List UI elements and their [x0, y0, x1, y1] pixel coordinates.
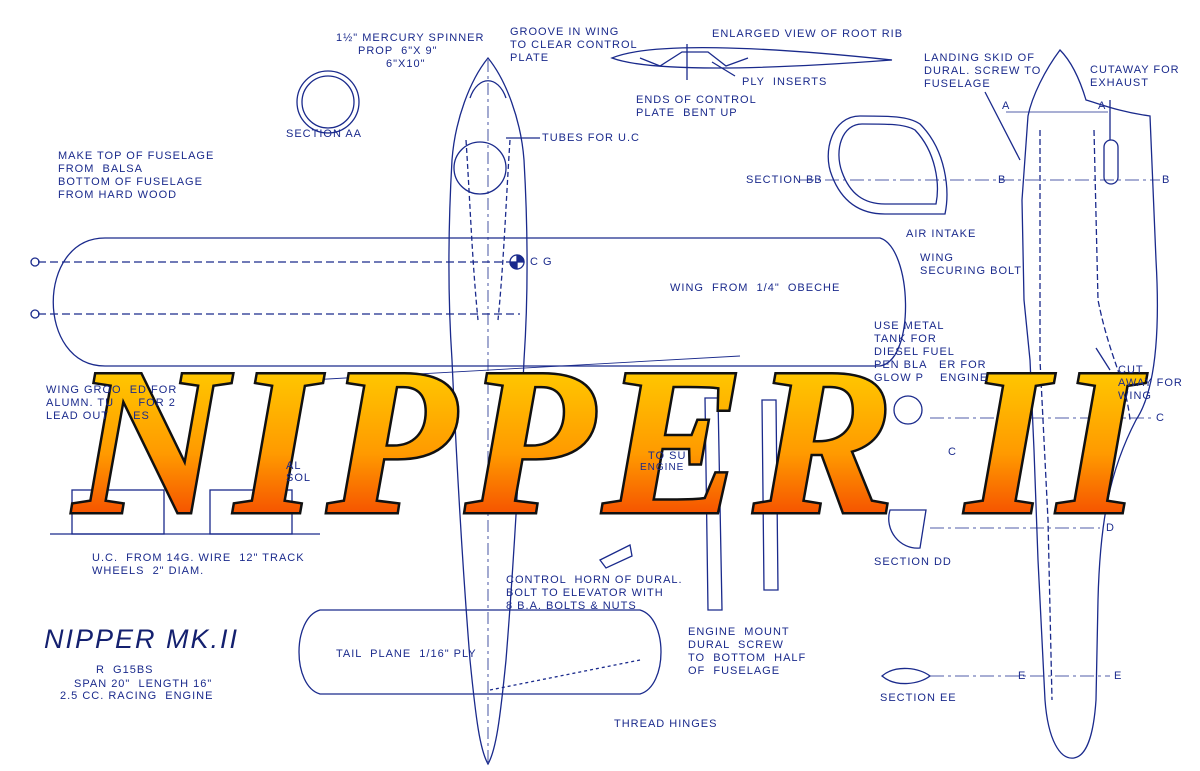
leader-cutwing — [1095, 347, 1111, 371]
label-uc-wire: U.C. FROM 14G. WIRE 12" TRACK WHEELS 2" … — [92, 552, 305, 577]
wing-outline — [52, 237, 907, 367]
label-to-su-frag: TO SU — [648, 450, 687, 462]
label-prop2: 6"x10" — [386, 58, 426, 70]
label-thread-hinges: THREAD HINGES — [614, 718, 718, 730]
mark-a-right: A — [1098, 100, 1107, 112]
leader-skid — [984, 91, 1021, 161]
label-cutaway-exhaust: CUTAWAY FOR EXHAUST — [1090, 64, 1180, 89]
side-fuselage-outline — [1021, 49, 1159, 759]
label-tail-plane: TAIL PLANE 1/16" PLY — [336, 648, 477, 660]
exhaust-cutaway — [1103, 139, 1119, 185]
label-section-dd: SECTION DD — [874, 556, 952, 568]
section-bb-outline — [827, 115, 948, 215]
section-aa-ring-inner — [301, 75, 355, 129]
designer: R G15BS — [96, 664, 154, 676]
side-fuselage-inner — [1039, 130, 1053, 701]
label-al-frag: AL — [286, 460, 302, 472]
cg-quadrant — [516, 254, 525, 263]
root-rib — [610, 47, 893, 69]
side-fuselage-inner-2 — [1093, 129, 1131, 421]
engine-spec: 2.5 CC. RACING ENGINE — [60, 690, 214, 702]
label-tubes-uc: TUBES FOR U.C — [542, 132, 640, 144]
label-metal-tank: USE METAL TANK FOR DIESEL FUEL PEN BLA E… — [874, 320, 989, 384]
tail-plane-outline — [298, 609, 662, 695]
label-ends-plate: ENDS OF CONTROL PLATE BENT UP — [636, 94, 757, 119]
engine-mount-arm-2 — [761, 399, 779, 591]
mark-e-left: E — [1018, 670, 1027, 682]
label-section-bb: SECTION BB — [746, 174, 823, 186]
wing-diagonal — [309, 355, 741, 381]
cg-quadrant-2 — [509, 261, 518, 270]
leader-ply — [711, 61, 736, 77]
label-cut-away-wing: CUT AWAY FOR WING — [1118, 364, 1183, 402]
control-horn — [599, 544, 633, 569]
label-wing-from: WING FROM 1/4" OBECHE — [670, 282, 841, 294]
section-aa-ring — [296, 70, 360, 134]
section-ee-shape — [881, 667, 932, 685]
engine-crankcase — [453, 141, 507, 195]
engine-mount-arm-1 — [704, 397, 723, 611]
label-spinner: 1½" MERCURY SPINNER — [336, 32, 485, 44]
label-landing-skid: LANDING SKID OF DURAL. SCREW TO FUSELAGE — [924, 52, 1042, 90]
mark-a-left: A — [1002, 100, 1011, 112]
nipper-ii-title: NIPPER II — [72, 326, 1150, 558]
label-enlarged-rib: ENLARGED VIEW OF ROOT RIB — [712, 28, 904, 40]
control-plate — [639, 51, 749, 67]
section-bb-inner — [838, 123, 939, 205]
label-wing-grooved: WING GROO ED FOR ALUMN. TU FOR 2 LEAD OU… — [46, 384, 178, 422]
leadout-eyelet-2 — [30, 309, 40, 319]
label-cg: C G — [530, 256, 553, 268]
leadout-eyelet-1 — [30, 257, 40, 267]
label-sol-frag: SOL — [286, 472, 312, 484]
mark-b-left: B — [998, 174, 1007, 186]
section-dd-shape — [888, 509, 927, 549]
label-section-ee: SECTION EE — [880, 692, 957, 704]
mark-d-right: D — [1106, 522, 1115, 534]
spinner-cone — [469, 80, 507, 99]
mark-b-right: B — [1162, 174, 1171, 186]
fuselage-inner — [465, 139, 511, 321]
fuselage-outline — [448, 56, 528, 766]
hinge-line — [489, 659, 641, 691]
label-engine-frag: ENGINE — [640, 462, 685, 473]
label-wing-bolt: WING SECURING BOLT — [920, 252, 1023, 277]
label-engine-mount: ENGINE MOUNT DURAL SCREW TO BOTTOM HALF … — [688, 626, 807, 677]
label-control-horn: CONTROL HORN OF DURAL. BOLT TO ELEVATOR … — [506, 574, 683, 612]
span-length: SPAN 20" LENGTH 16" — [74, 678, 213, 690]
mark-e-right: E — [1114, 670, 1123, 682]
label-air-intake: AIR INTAKE — [906, 228, 977, 240]
label-prop1: PROP 6"x 9" — [358, 45, 438, 57]
mark-c-right: C — [1156, 412, 1165, 424]
label-fuselage-note: MAKE TOP OF FUSELAGE FROM BALSA BOTTOM O… — [58, 150, 215, 201]
label-groove-wing: GROOVE IN WING TO CLEAR CONTROL PLATE — [510, 26, 638, 64]
mark-c-left: C — [948, 446, 957, 458]
model-title: NIPPER MK.II — [44, 624, 240, 654]
section-cc-ring — [893, 395, 923, 425]
label-section-aa: SECTION AA — [286, 128, 363, 140]
label-ply-inserts: PLY INSERTS — [742, 76, 828, 88]
